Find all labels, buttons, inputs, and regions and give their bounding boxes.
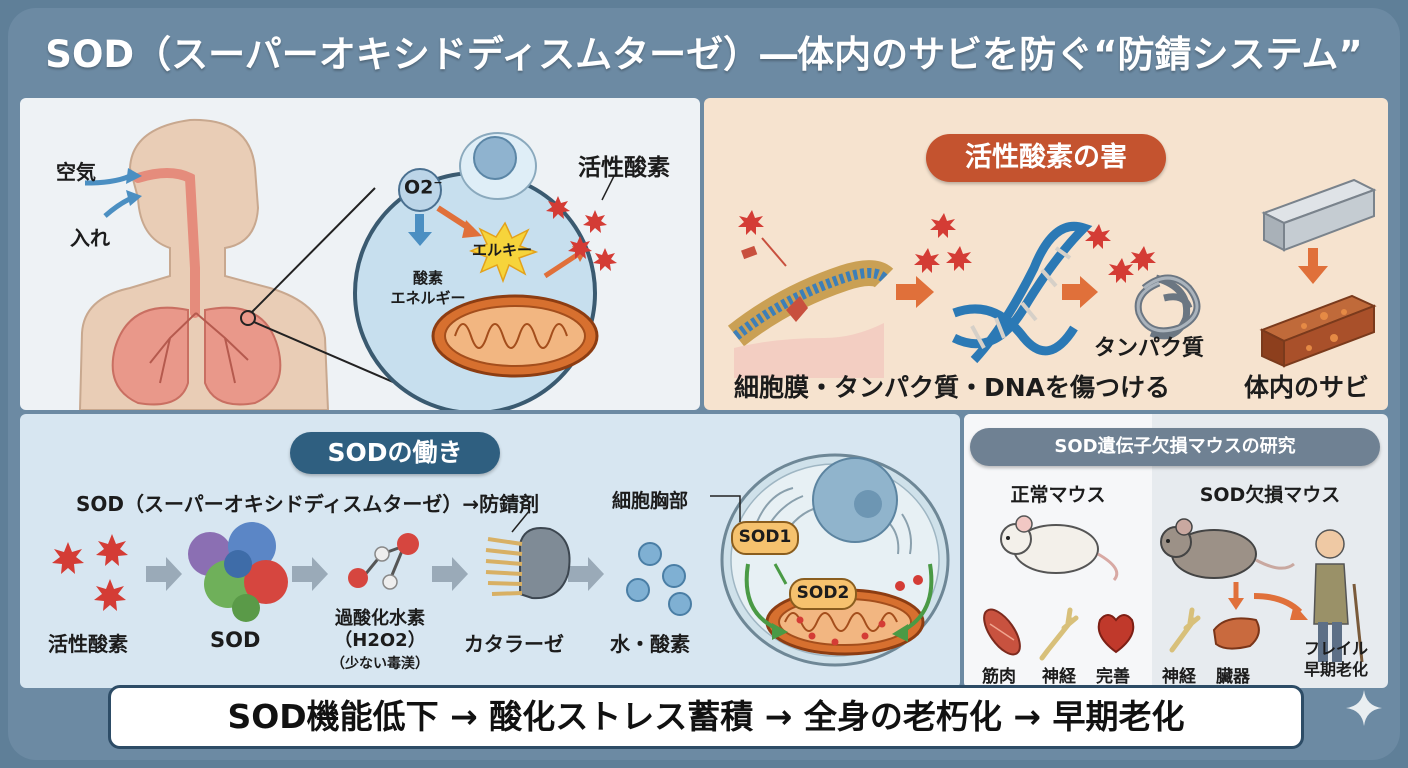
water-oxygen-label: 水・酸素 [610, 632, 690, 656]
mouse-study-panel: SOD遺伝子欠損マウスの研究 正常マウス SOD欠損マウス [964, 414, 1388, 688]
damage-label: 細胞膜・タンパク質・DNAを傷つける [734, 373, 1171, 402]
sod-action-illustration [52, 453, 950, 667]
sod2-label: SOD2 [796, 583, 850, 603]
harm-illustration [727, 178, 1377, 378]
o2-label: O2− [404, 176, 443, 199]
air-label-2: 入れ [70, 226, 110, 250]
ros-step-label: 活性酸素 [48, 632, 128, 656]
respiration-panel: 空気 入れ O2− エルキー 酸素エネルギー 活性酸素 [20, 98, 700, 410]
mouse-study-header: SOD遺伝子欠損マウスの研究 [970, 428, 1380, 466]
summary-banner: SOD機能低下 → 酸化ストレス蓄積 → 全身の老朽化 → 早期老化 [108, 685, 1304, 749]
nerve-label: 神経 [1042, 667, 1076, 687]
normal-mouse-label: 正常マウス [1010, 484, 1106, 506]
perfect-label: 完善 [1096, 667, 1130, 687]
body-illustration [78, 118, 617, 410]
ros-harm-panel: 活性酸素の害 [704, 98, 1388, 410]
air-label-1: 空気 [56, 160, 96, 184]
nerve2-label: 神経 [1162, 667, 1196, 687]
sod-formula: SOD（スーパーオキシドディスムターゼ）→防錆剤 [76, 492, 540, 516]
sod-header: SODの働き [290, 432, 500, 474]
organ-label: 臟器 [1216, 667, 1250, 687]
ros-label: 活性酸素 [578, 155, 670, 181]
protein-label: タンパク質 [1094, 336, 1205, 361]
catalase-step-label: カタラーゼ [464, 632, 564, 656]
deficient-mouse-label: SOD欠損マウス [1199, 484, 1341, 506]
rust-label: 体内のサビ [1244, 373, 1370, 402]
sparkle-icon [1346, 690, 1382, 726]
cell-part-label: 細胞胸部 [612, 490, 689, 512]
sod-step-label: SOD [210, 628, 261, 652]
page-title: SOD（スーパーオキシドディスムターゼ）―体内のサビを防ぐ“防錆システム” [45, 33, 1363, 76]
sod-action-panel: SODの働き SOD（スーパーオキシドディスムターゼ）→防錆剤 細胞胸部 [20, 414, 960, 688]
infographic-frame: SOD（スーパーオキシドディスムターゼ）―体内のサビを防ぐ“防錆システム” [8, 8, 1400, 760]
energy-star-label: エルキー [472, 241, 533, 259]
harm-header: 活性酸素の害 [926, 134, 1166, 182]
sod1-label: SOD1 [738, 527, 792, 547]
oxygen-energy-label: 酸素エネルギー [390, 269, 466, 307]
muscle-label: 筋肉 [982, 667, 1016, 687]
h2o2-step-label: 過酸化水素（H2O2）（少ない毒渼） [331, 608, 429, 672]
frail-label: フレイル早期老化 [1303, 639, 1368, 679]
mouse-illustration [983, 515, 1364, 663]
